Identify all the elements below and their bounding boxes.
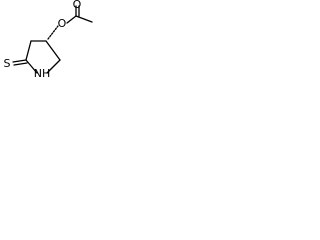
ring-bond-c5-n: [46, 59, 61, 74]
ring-bond-c2-c3: [25, 40, 32, 61]
thione-double-bond-line-2: [13, 62, 28, 66]
chemical-structure-diagram: S NH O O: [4, 0, 93, 80]
sulfur-atom-label: S: [4, 57, 11, 70]
nitrogen-atom-label: NH: [34, 67, 51, 80]
ring-bond-c4-c5: [45, 40, 61, 61]
stereo-bond-c4-o: [47, 25, 59, 40]
ester-oxygen-atom-label: O: [58, 17, 67, 30]
thione-double-bond-line-1: [12, 59, 27, 63]
ester-bond-o-c: [66, 15, 77, 24]
acetyl-methyl-bond: [75, 15, 93, 23]
ring-bond-n-c2: [25, 59, 38, 74]
carbonyl-oxygen-atom-label: O: [73, 0, 82, 11]
